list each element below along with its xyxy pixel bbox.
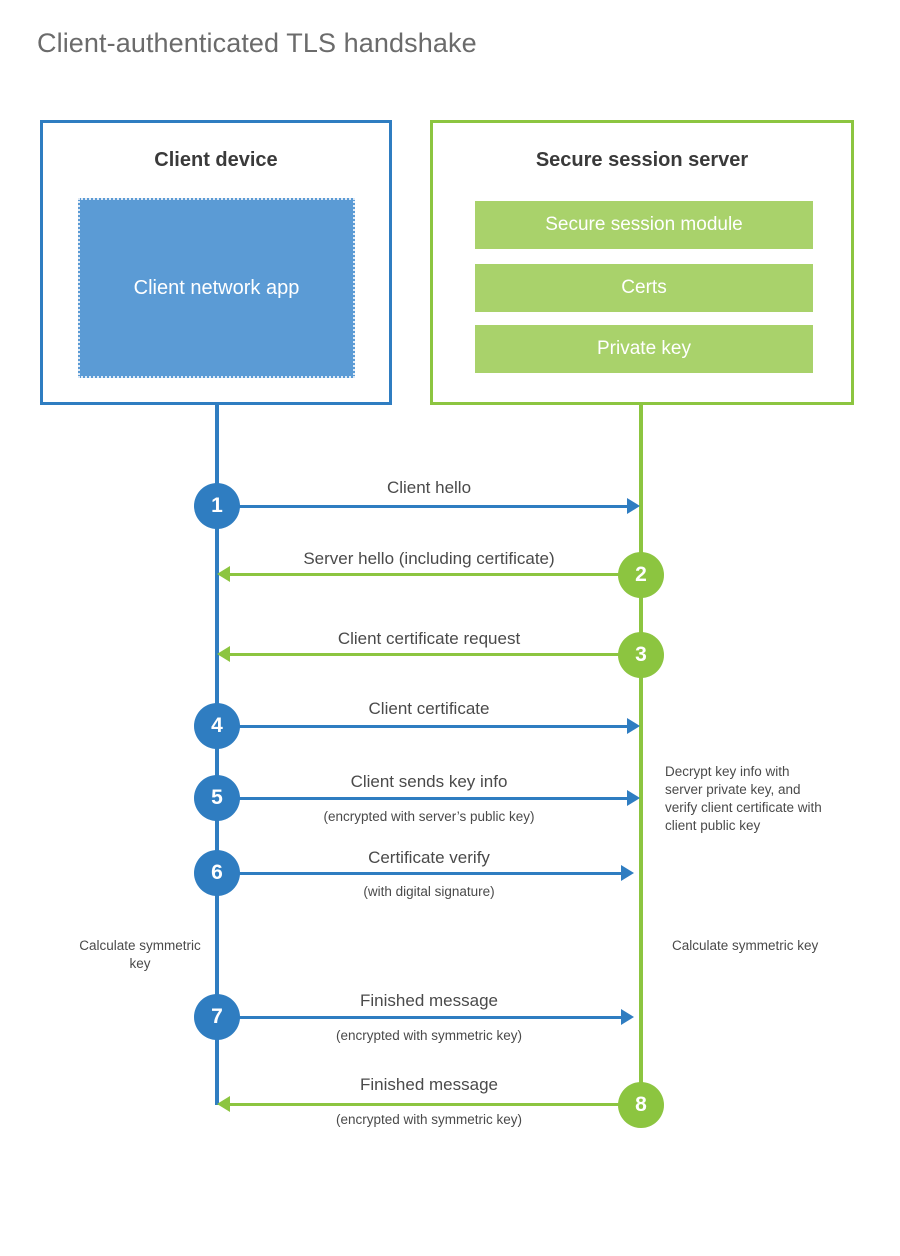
step-8-arrow-head <box>217 1096 230 1112</box>
server-lifeline <box>639 405 643 1105</box>
step-8-arrow-line <box>230 1103 639 1106</box>
step-1-circle[interactable]: 1 <box>194 483 240 529</box>
step-6-label: Certificate verify <box>368 848 490 867</box>
step-4-arrow-head <box>627 718 640 734</box>
server-calculate-symmetric-key-note: Calculate symmetric key <box>672 938 819 953</box>
page-title: Client-authenticated TLS handshake <box>37 28 477 58</box>
step-4-label: Client certificate <box>368 699 490 718</box>
step-8-circle[interactable]: 8 <box>618 1082 664 1128</box>
step-7-label: Finished message <box>360 991 498 1010</box>
step-2-circle[interactable]: 2 <box>618 552 664 598</box>
server-decrypt-note: Decrypt key info with server private key… <box>665 764 822 833</box>
step-7-circle[interactable]: 7 <box>194 994 240 1040</box>
step-2-arrow-line <box>230 573 639 576</box>
step-6-arrow-line <box>217 872 621 875</box>
step-4-circle[interactable]: 4 <box>194 703 240 749</box>
step-7-sublabel: (encrypted with symmetric key) <box>335 1028 523 1043</box>
client-device-box: Client device Client network app <box>40 120 392 405</box>
step-4-arrow-line <box>217 725 627 728</box>
step-5-sublabel: (encrypted with server’s public key) <box>323 809 535 824</box>
step-7-arrow-head <box>621 1009 634 1025</box>
step-3-label: Client certificate request <box>337 629 521 648</box>
step-2-label: Server hello (including certificate) <box>303 549 555 568</box>
client-network-app-block: Client network app <box>78 198 355 378</box>
step-5-arrow-line <box>217 797 627 800</box>
step-2-arrow-head <box>217 566 230 582</box>
step-8-sublabel: (encrypted with symmetric key) <box>335 1112 523 1127</box>
server-component-private-key: Private key <box>475 325 813 373</box>
step-3-arrow-line <box>230 653 639 656</box>
secure-session-server-box: Secure session server Secure session mod… <box>430 120 854 405</box>
server-component-secure-session-module: Secure session module <box>475 201 813 249</box>
step-7-arrow-line <box>217 1016 621 1019</box>
secure-session-server-title: Secure session server <box>535 149 749 171</box>
step-5-label: Client sends key info <box>350 772 508 791</box>
client-lifeline <box>215 405 219 1105</box>
step-6-arrow-head <box>621 865 634 881</box>
server-component-certs: Certs <box>475 264 813 312</box>
step-5-arrow-head <box>627 790 640 806</box>
step-3-arrow-head <box>217 646 230 662</box>
step-3-circle[interactable]: 3 <box>618 632 664 678</box>
client-calculate-symmetric-key-note: Calculate symmetric key <box>79 938 201 971</box>
step-5-circle[interactable]: 5 <box>194 775 240 821</box>
step-6-sublabel: (with digital signature) <box>363 884 495 899</box>
step-1-label: Client hello <box>386 478 472 497</box>
step-1-arrow-line <box>217 505 627 508</box>
step-6-circle[interactable]: 6 <box>194 850 240 896</box>
step-8-label: Finished message <box>360 1075 498 1094</box>
step-1-arrow-head <box>627 498 640 514</box>
client-device-title: Client device <box>154 149 278 171</box>
client-network-app-label: Client network app <box>133 277 300 299</box>
